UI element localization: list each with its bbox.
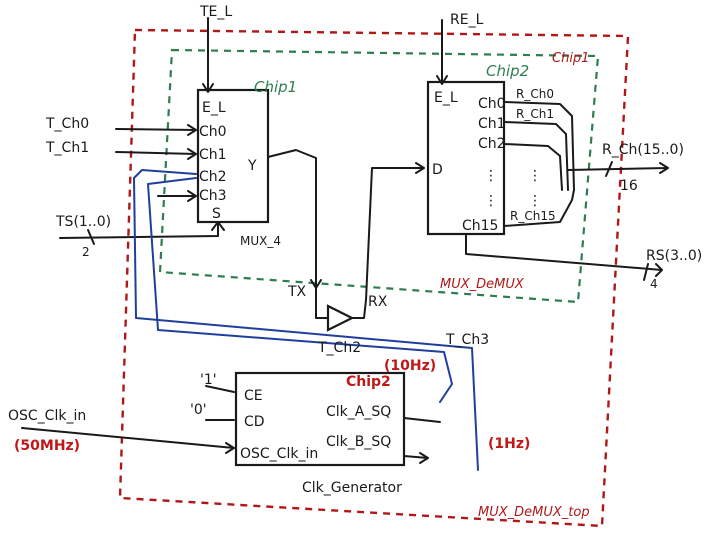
re-l-wire (436, 19, 448, 85)
cd-value-label: '0' (190, 402, 207, 418)
clk-pin-ce: CE (244, 388, 263, 404)
rs-label: RS(3..0) (646, 248, 702, 264)
demux-data-pin: D (432, 162, 443, 178)
clk-b-out-wire (403, 452, 429, 464)
ts-label: TS(1..0) (55, 214, 111, 230)
osc-freq-label: (50MHz) (14, 438, 80, 454)
te-l-wire (202, 17, 214, 93)
r-ch0-wire (503, 101, 575, 191)
rs-bus-slash (643, 263, 649, 281)
mux-enable-pin: E_L (202, 100, 226, 116)
ts-bus-slash (87, 229, 95, 245)
demux-dots-2: ⋮ (484, 193, 498, 209)
mux-block (196, 88, 270, 224)
output-bus-wire (567, 162, 669, 174)
mux-select-pin: S (212, 206, 221, 222)
tx-label: TX (287, 284, 307, 300)
output-width-label: 16 (620, 178, 638, 194)
clk-pin-a: Clk_A_SQ (326, 404, 391, 420)
t-ch1-wire (115, 148, 197, 160)
clk-name-label: Clk_Generator (302, 480, 402, 496)
clk-chip-label: Chip2 (346, 374, 391, 390)
output-bus-label: R_Ch(15..0) (602, 142, 684, 158)
demux-dots-3: ⋮ (528, 168, 542, 184)
t-ch3-feedback-wire (133, 169, 479, 471)
t-ch0-wire (115, 124, 197, 136)
te-l-label: TE_L (199, 4, 232, 20)
r-ch1-label: R_Ch1 (516, 107, 554, 121)
ts-bus-wire (59, 221, 225, 239)
clk-pin-cd: CD (244, 414, 265, 430)
demux-pin-ch15: Ch15 (462, 218, 498, 234)
freq-b-label: (1Hz) (488, 436, 530, 452)
rs-width-label: 4 (650, 277, 658, 291)
mux-pin-ch2: Ch2 (199, 169, 227, 185)
top-name-label: MUX_DeMUX_top (478, 505, 590, 520)
r-ch0-label: R_Ch0 (516, 87, 554, 101)
rs-bus-wire (465, 233, 663, 277)
y-output-wire (267, 149, 317, 289)
mux-demux-name-label: MUX_DeMUX (440, 277, 525, 292)
demux-pin-ch0: Ch0 (478, 96, 506, 112)
demux-chip-label: Chip2 (486, 62, 529, 80)
demux-outer-chip-label: Chip1 (552, 51, 589, 66)
r-ch1-wire (503, 121, 569, 191)
r-ch15-label: R_Ch15 (510, 209, 556, 223)
t-ch1-label: T_Ch1 (45, 140, 89, 156)
demux-enable-pin: E_L (434, 90, 458, 106)
clk-pin-osc: OSC_Clk_in (240, 446, 318, 462)
rx-wire (365, 162, 425, 301)
tx-link (315, 287, 329, 319)
t-ch2-label: T_Ch2 (317, 340, 361, 356)
demux-pin-ch2: Ch2 (478, 136, 506, 152)
demux-dots-1: ⋮ (484, 168, 498, 184)
ce-value-label: '1' (200, 372, 217, 388)
re-l-label: RE_L (450, 12, 484, 28)
mux-pin-ch3: Ch3 (199, 188, 227, 204)
ts-width-label: 2 (82, 245, 90, 259)
ch3-arrow (157, 190, 197, 202)
ce-wire (205, 385, 235, 393)
mux-pin-ch1: Ch1 (199, 147, 227, 163)
freq-a-label: (10Hz) (384, 358, 436, 374)
r-ch15-wire (503, 189, 575, 227)
osc-input-label: OSC_Clk_in (8, 408, 86, 424)
demux-pin-ch1: Ch1 (478, 116, 506, 132)
mux-name-label: MUX_4 (240, 234, 281, 248)
demux-dots-4: ⋮ (528, 193, 542, 209)
mux-chip-label: Chip1 (254, 78, 297, 96)
mux-pin-ch0: Ch0 (199, 124, 227, 140)
clk-pin-b: Clk_B_SQ (326, 434, 391, 450)
link-buffer (326, 304, 355, 332)
clk-a-out-wire (403, 417, 441, 423)
t-ch0-label: T_Ch0 (45, 116, 89, 132)
osc-input-wire (21, 427, 235, 454)
rx-link (351, 299, 367, 319)
t-ch2-feedback-wire (147, 177, 453, 403)
mux-output-pin: Y (247, 158, 257, 174)
t-ch3-label: T_Ch3 (445, 332, 489, 348)
output-bus-slash (605, 161, 613, 177)
r-ch2-wire (503, 143, 563, 191)
rx-label: RX (368, 294, 388, 310)
top-boundary (118, 28, 630, 528)
demux-block (426, 80, 506, 236)
